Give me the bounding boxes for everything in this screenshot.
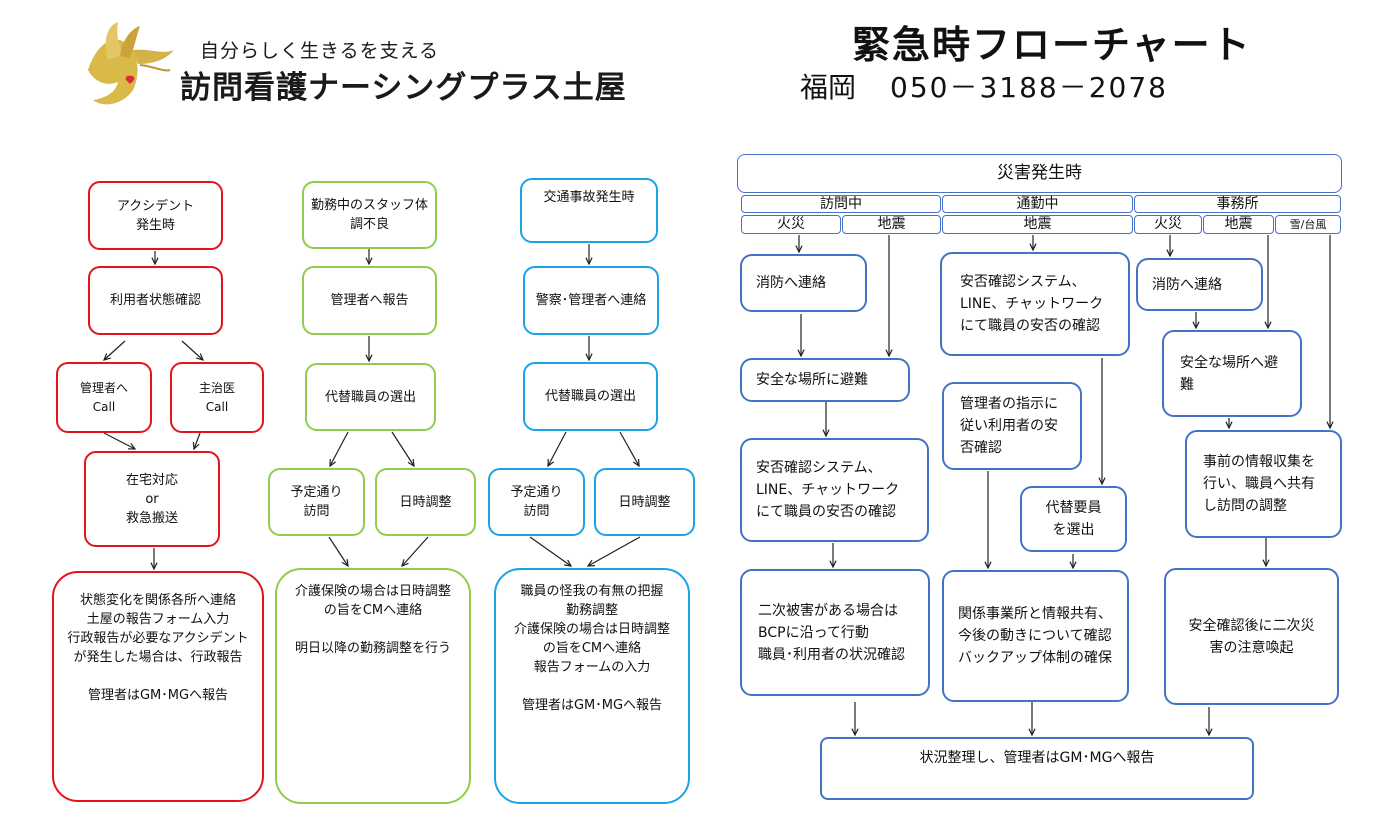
commute-manager: 管理者の指示に従い利用者の安否確認	[942, 382, 1082, 470]
arrow-head	[885, 349, 893, 358]
connector-arrow	[329, 431, 349, 467]
visit-fire-action: 消防へ連絡	[740, 254, 867, 312]
arrow-head	[1225, 421, 1233, 430]
disaster-earthquake-visit: 地震	[842, 215, 941, 234]
arrow-head	[851, 728, 859, 737]
arrow-head	[1069, 561, 1077, 570]
commute-substitute: 代替要員を選出	[1020, 486, 1127, 552]
traffic-substitute: 代替職員の選出	[523, 362, 658, 431]
logo	[78, 20, 178, 112]
connector-arrow	[401, 536, 429, 567]
disaster-office: 事務所	[1134, 195, 1341, 213]
office-fire-action: 消防へ連絡	[1136, 258, 1263, 311]
dove-icon	[88, 22, 174, 105]
accident-check: 利用者状態確認	[88, 266, 223, 335]
connector-arrow	[181, 340, 204, 361]
traffic-as-planned: 予定通り 訪問	[488, 468, 585, 536]
arrow-head	[547, 458, 554, 468]
disaster-earthquake-commute: 地震	[942, 215, 1133, 234]
connector-arrow	[619, 431, 640, 467]
disaster-commuting: 通勤中	[942, 195, 1133, 213]
staff-report: 管理者へ報告	[302, 266, 437, 335]
arrow-head	[1264, 321, 1272, 330]
arrow-head	[1028, 728, 1036, 737]
arrow-head	[1192, 321, 1200, 330]
connector-arrow	[391, 431, 415, 467]
disaster-visiting: 訪問中	[741, 195, 941, 213]
arrow-head	[984, 561, 992, 570]
arrow-head	[1098, 477, 1106, 486]
connector-arrow	[103, 340, 126, 361]
arrow-head	[1262, 559, 1270, 568]
accident-manager-call: 管理者へ Call	[56, 362, 152, 433]
connector-arrow	[103, 432, 136, 450]
arrow-head	[401, 559, 409, 568]
arrow-head	[632, 458, 640, 468]
visit-secondary: 二次被害がある場合はBCPに沿って行動 職員･利用者の状況確認	[740, 569, 930, 696]
arrow-head	[150, 562, 158, 571]
accident-response: 在宅対応 or 救急搬送	[84, 451, 220, 547]
arrow-head	[563, 559, 573, 567]
arrow-head	[822, 429, 830, 438]
staff-substitute: 代替職員の選出	[305, 363, 436, 431]
office-after: 安全確認後に二次災害の注意喚起	[1164, 568, 1339, 705]
arrow-head	[795, 245, 803, 254]
arrow-head	[585, 353, 593, 362]
connector-arrow	[547, 431, 567, 467]
disaster-earthquake-office: 地震	[1203, 215, 1274, 234]
arrow-head	[329, 458, 336, 468]
commute-safety: 安否確認システム、LINE、チャットワークにて職員の安否の確認	[940, 252, 1130, 356]
disaster-final: 状況整理し、管理者はGM･MGへ報告	[820, 737, 1254, 800]
traffic-reschedule: 日時調整	[594, 468, 695, 536]
contact-city: 福岡	[800, 71, 857, 104]
company-name: 訪問看護ナーシングプラス土屋	[180, 70, 627, 106]
arrow-head	[365, 257, 373, 266]
connector-arrow	[193, 432, 201, 450]
arrow-head	[1205, 728, 1213, 737]
contact-phone: 050－3188－2078	[890, 71, 1168, 104]
arrow-head	[341, 558, 349, 568]
commute-share: 関係事業所と情報共有、今後の動きについて確認 バックアップ体制の確保	[942, 570, 1129, 702]
arrow-head	[102, 353, 111, 361]
arrow-head	[1166, 249, 1174, 258]
traffic-final: 職員の怪我の有無の把握 勤務調整 介護保険の場合は日時調整の旨をCMへ連絡 報告…	[494, 568, 690, 804]
staff-reschedule: 日時調整	[375, 468, 476, 536]
arrow-head	[127, 443, 137, 450]
traffic-start: 交通事故発生時	[520, 178, 658, 243]
connector-arrow	[328, 536, 349, 567]
arrow-head	[192, 441, 200, 451]
connector-arrow	[587, 536, 641, 567]
disaster-title: 災害発生時	[737, 154, 1342, 193]
office-info: 事前の情報収集を行い、職員へ共有し訪問の調整	[1185, 430, 1342, 538]
arrow-head	[585, 257, 593, 266]
disaster-snow-typhoon: 雪/台風	[1275, 215, 1341, 234]
arrow-head	[586, 559, 596, 567]
disaster-fire-visit: 火災	[741, 215, 841, 234]
visit-safety: 安否確認システム、LINE、チャットワークにて職員の安否の確認	[740, 438, 929, 542]
arrow-head	[151, 257, 159, 266]
visit-evacuate: 安全な場所に避難	[740, 358, 910, 402]
tagline: 自分らしく生きるを支える	[200, 40, 440, 62]
traffic-police: 警察･管理者へ連絡	[523, 266, 659, 335]
arrow-head	[365, 354, 373, 363]
staff-start: 勤務中のスタッフ体調不良	[302, 181, 437, 249]
accident-final: 状態変化を関係各所へ連絡 土屋の報告フォーム入力 行政報告が必要なアクシデントが…	[52, 571, 264, 802]
arrow-head	[829, 560, 837, 569]
accident-doctor-call: 主治医 Call	[170, 362, 264, 433]
arrow-head	[407, 458, 415, 468]
staff-as-planned: 予定通り 訪問	[268, 468, 365, 536]
connector-arrow	[529, 536, 572, 567]
arrow-head	[797, 349, 805, 358]
office-evacuate: 安全な場所へ避難	[1162, 330, 1302, 417]
staff-final: 介護保険の場合は日時調整の旨をCMへ連絡 明日以降の勤務調整を行う	[275, 568, 471, 804]
accident-start: アクシデント 発生時	[88, 181, 223, 250]
arrow-head	[196, 353, 205, 361]
page-title: 緊急時フローチャート	[852, 23, 1252, 67]
disaster-fire-office: 火災	[1134, 215, 1202, 234]
arrow-head	[1029, 243, 1037, 252]
arrow-head	[1326, 421, 1334, 430]
